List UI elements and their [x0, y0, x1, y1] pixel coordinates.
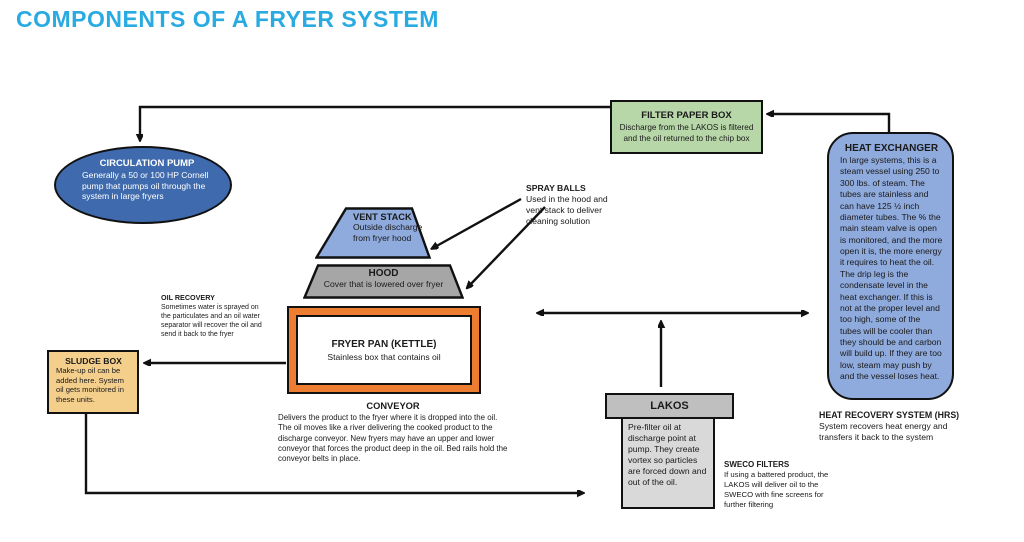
vent-stack-title: VENT STACK — [353, 212, 412, 222]
lakos-title: LAKOS — [650, 400, 689, 412]
fryer-pan-node: FRYER PAN (KETTLE) Stainless box that co… — [287, 306, 481, 394]
arrow-filterbox-to-pump — [140, 105, 610, 139]
vent-stack-description: Outside discharge from fryer hood — [353, 222, 423, 243]
conveyor-label: CONVEYOR Delivers the product to the fry… — [278, 401, 508, 464]
conveyor-description: Delivers the product to the fryer where … — [278, 413, 508, 464]
sweco-filters-title: SWECO FILTERS — [724, 460, 790, 469]
sludge-box-node: SLUDGE BOX Make-up oil can be added here… — [47, 350, 139, 414]
fryer-pan-title: FRYER PAN (KETTLE) — [331, 338, 437, 350]
hood-description: Cover that is lowered over fryer — [323, 279, 444, 289]
page-title: COMPONENTS OF A FRYER SYSTEM — [16, 6, 439, 32]
spray-balls-label: SPRAY BALLS Used in the hood and vent st… — [526, 183, 612, 228]
filter-paper-box-node: FILTER PAPER BOX Discharge from the LAKO… — [610, 100, 763, 154]
spray-balls-description: Used in the hood and vent stack to deliv… — [526, 194, 608, 227]
heat-recovery-system-title: HEAT RECOVERY SYSTEM (HRS) — [819, 410, 960, 420]
hood-node: HOOD Cover that is lowered over fryer — [303, 264, 464, 299]
spray-balls-title: SPRAY BALLS — [526, 183, 586, 193]
vent-stack-shape — [315, 207, 431, 259]
sludge-box-title: SLUDGE BOX — [65, 356, 122, 366]
circulation-pump-node: CIRCULATION PUMP Generally a 50 or 100 H… — [54, 146, 232, 224]
heat-recovery-system-label: HEAT RECOVERY SYSTEM (HRS) System recove… — [819, 410, 967, 443]
conveyor-title: CONVEYOR — [366, 401, 420, 411]
sludge-box-description: Make-up oil can be added here. System oi… — [56, 366, 124, 405]
arrow-heatexchanger-to-filterbox — [769, 114, 891, 132]
heat-recovery-system-description: System recovers heat energy and transfer… — [819, 421, 948, 443]
filter-paper-box-description: Discharge from the LAKOS is filtered and… — [619, 123, 754, 143]
oil-recovery-title: OIL RECOVERY — [161, 293, 215, 302]
oil-recovery-description: Sometimes water is sprayed on the partic… — [161, 304, 262, 339]
lakos-node: LAKOS — [605, 393, 734, 419]
hood-title: HOOD — [368, 268, 399, 279]
circulation-pump-description: Generally a 50 or 100 HP Cornell pump th… — [82, 170, 209, 202]
filter-paper-box-title: FILTER PAPER BOX — [641, 110, 732, 121]
vent-stack-node: VENT STACK Outside discharge from fryer … — [315, 207, 431, 259]
sweco-filters-description: If using a battered product, the LAKOS w… — [724, 470, 829, 509]
oil-recovery-label: OIL RECOVERY Sometimes water is sprayed … — [161, 293, 263, 339]
circulation-pump-title: CIRCULATION PUMP — [99, 158, 195, 169]
lakos-description: Pre-filter oil at discharge point at pum… — [628, 422, 707, 487]
sweco-filters-label: SWECO FILTERS If using a battered produc… — [724, 460, 842, 510]
hood-shape — [303, 264, 464, 299]
heat-exchanger-description: In large systems, this is a steam vessel… — [840, 155, 943, 382]
arrow-sprayballs-to-ventstack — [433, 197, 522, 248]
lakos-description-box: Pre-filter oil at discharge point at pum… — [621, 417, 715, 509]
heat-exchanger-node: HEAT EXCHANGER In large systems, this is… — [827, 132, 954, 400]
fryer-pan-description: Stainless box that contains oil — [327, 351, 441, 362]
heat-exchanger-title: HEAT EXCHANGER — [844, 143, 939, 154]
